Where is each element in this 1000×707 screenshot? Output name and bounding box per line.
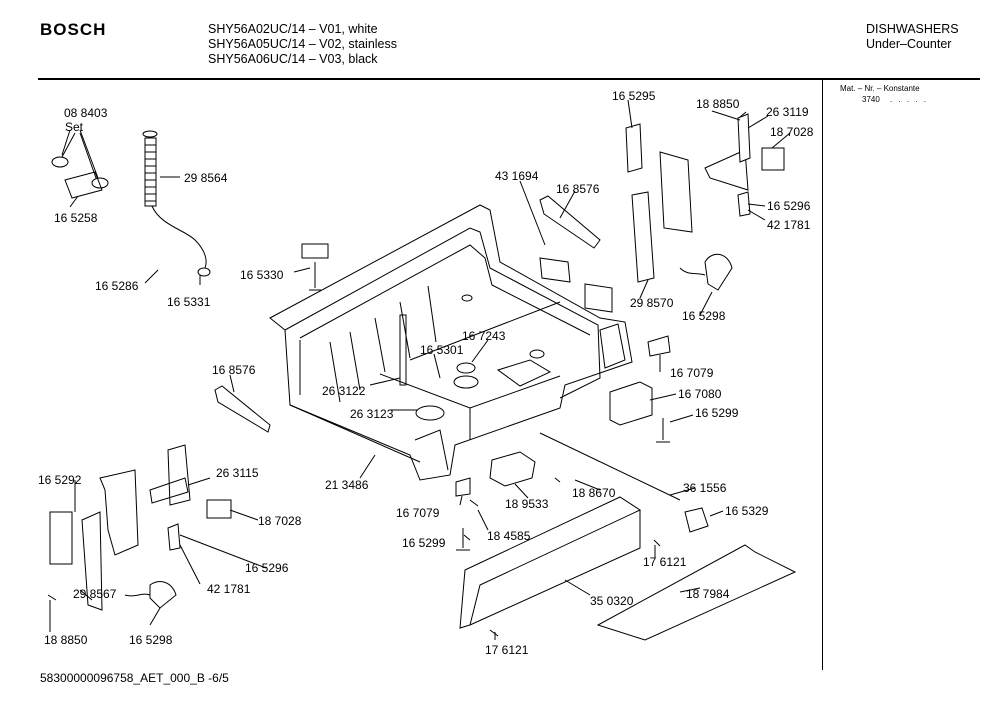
part-label: 21 3486 [325,478,369,492]
part-label: 29 8570 [630,296,674,310]
model-line-3: SHY56A06UC/14 – V03, black [208,52,378,66]
model-line-2: SHY56A05UC/14 – V02, stainless [208,37,397,51]
part-label: 18 9533 [505,497,549,511]
part-label: 26 3119 [766,105,809,119]
part-label: 16 7079 [670,366,714,380]
part-label: 16 7243 [462,329,506,343]
mat-nr-dots: . . . . . [890,95,929,104]
category-title: DISHWASHERS [866,22,959,36]
base-tub-drawing [269,204,633,481]
part-label: 26 3123 [350,407,394,421]
model-line-1: SHY56A02UC/14 – V01, white [208,22,378,36]
part-label: 08 8403 [64,106,108,120]
clamp-set-drawing [51,132,109,199]
part-label: 16 5299 [402,536,446,550]
part-label: 26 3122 [322,384,366,398]
part-label: 18 7028 [258,514,302,528]
part-label: 16 5298 [682,309,726,323]
part-label: 18 8850 [44,633,88,647]
part-label: 36 1556 [683,481,727,495]
side-panel-divider [822,79,824,670]
part-label: 16 5298 [129,633,173,647]
document-footer: 58300000096758_AET_000_B -6/5 [40,671,229,685]
leader-lines [49,99,791,640]
part-label: 18 7028 [770,125,814,139]
part-label: 18 7984 [686,587,730,601]
part-label: 29 8564 [184,171,228,185]
part-label: 16 5286 [95,279,139,293]
part-label: 43 1694 [495,169,539,183]
part-label: 16 5331 [167,295,211,309]
part-label: 16 5292 [38,473,82,487]
part-label: 16 5329 [725,504,769,518]
category-subtitle: Under–Counter [866,37,952,51]
part-label: 42 1781 [767,218,811,232]
part-label: 16 5330 [240,268,284,282]
pump-drawing [455,451,536,497]
brand-logo: BOSCH [40,20,107,39]
part-label: 18 4585 [487,529,531,543]
part-label: 16 7080 [678,387,722,401]
part-label: 26 3115 [216,466,259,480]
part-label: 16 5301 [420,343,464,357]
part-label: 16 5296 [767,199,811,213]
mat-nr-title: Mat. – Nr. – Konstante [840,84,920,93]
part-label: 16 5299 [695,406,739,420]
part-label: 16 7079 [396,506,440,520]
part-label: 16 8576 [556,182,600,196]
part-label: 17 6121 [643,555,687,569]
part-label: 18 8670 [572,486,616,500]
toe-panel-drawing [459,496,797,641]
screws-drawing [47,111,747,637]
part-label: 16 5258 [54,211,98,225]
part-label: 18 8850 [696,97,740,111]
part-label: 35 0320 [590,594,634,608]
left-bracket-drawing [49,444,232,611]
header-divider [38,78,980,80]
part-label: 16 5296 [245,561,289,575]
part-label: Set [65,120,84,134]
mat-nr-value: 3740 [862,95,880,104]
rod-fitting-drawing [539,432,709,533]
part-label: 16 5295 [612,89,656,103]
part-label: 29 8567 [73,587,117,601]
right-bracket-drawing [609,113,785,426]
insulation-strips-drawing [214,195,613,433]
hose-drawing [142,130,211,277]
part-labels: 08 8403 Set 29 8564 16 5258 16 5286 16 5… [38,89,814,657]
part-label: 16 8576 [212,363,256,377]
part-label: 42 1781 [207,582,251,596]
part-label: 17 6121 [485,643,529,657]
